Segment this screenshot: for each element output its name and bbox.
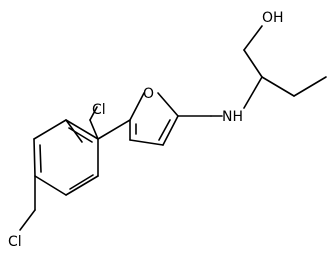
bond xyxy=(65,119,99,140)
atom-label-oxygen-furan: O xyxy=(143,86,154,102)
bond-c-ethyl xyxy=(261,76,295,97)
double-bond xyxy=(39,144,42,173)
double-bond xyxy=(69,174,94,190)
bond-c-ch2 xyxy=(243,49,263,78)
bond xyxy=(34,175,67,196)
bond xyxy=(65,175,99,196)
furan-ring xyxy=(129,92,179,146)
bond-cl-top xyxy=(89,106,98,121)
double-bond xyxy=(158,119,171,141)
bond-cl-top xyxy=(65,119,83,143)
bond-cl-top xyxy=(89,119,99,140)
bond-ethyl xyxy=(293,76,327,97)
benzene-ring xyxy=(33,119,99,196)
bond xyxy=(162,115,179,146)
bond-cl-bottom xyxy=(19,209,36,231)
bond xyxy=(129,139,164,146)
bond xyxy=(33,119,67,140)
bond xyxy=(129,92,145,121)
atom-label-hydroxyl: OH xyxy=(262,10,284,26)
atom-label-cl-bottom: Cl xyxy=(8,234,22,250)
bond-n-c xyxy=(243,76,263,109)
bond xyxy=(33,138,36,177)
atom-label-cl-top: Cl xyxy=(92,102,106,118)
bond-aryl-furan xyxy=(97,119,131,140)
bond-ch2-o xyxy=(243,25,263,51)
bond xyxy=(157,92,179,117)
atom-label-amine: NH xyxy=(222,109,243,125)
